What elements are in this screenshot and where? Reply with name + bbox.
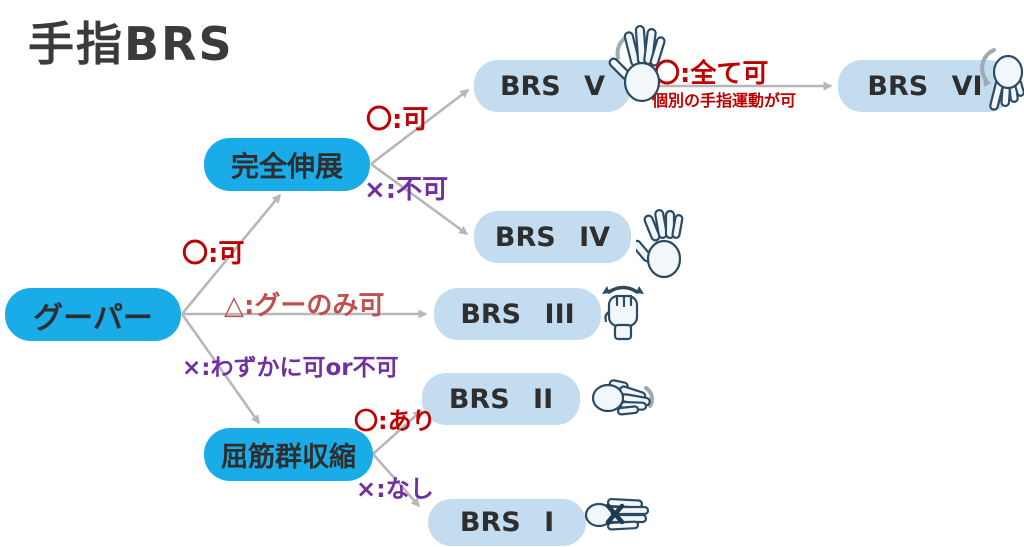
fist-grip-icon	[602, 285, 644, 341]
node-brs-2: BRS II	[422, 373, 580, 425]
edge-label-goo-to-brs3: △:グーのみ可	[224, 291, 385, 321]
node-brs-1: BRS I	[428, 499, 586, 546]
edge-label-brs5-to-brs6-sub: 個別の手指運動が可	[652, 91, 797, 110]
edge-flexor-to-brs2	[372, 409, 423, 455]
slight-flexion-hand-icon	[591, 379, 654, 416]
edge-label-brs5-to-brs6: 〇:全て可	[654, 59, 769, 89]
edge-goo-to-full-extension	[180, 193, 282, 315]
open-hand-icon	[608, 24, 666, 103]
node-goo-paa: グーパー	[5, 288, 181, 341]
node-brs-5: BRS V	[474, 60, 631, 112]
edge-flexor-to-brs1	[372, 453, 420, 508]
edge-label-flexor-to-brs2: 〇:あり	[354, 407, 436, 435]
node-brs-6: BRS VI	[838, 60, 1012, 112]
edge-label-flexor-to-brs1: ×:なし	[356, 475, 434, 503]
no-movement-hand-icon	[584, 497, 650, 531]
edge-label-goo-to-flexor-contraction: ×:わずかに可or不可	[182, 355, 399, 381]
node-brs-4: BRS IV	[474, 211, 631, 263]
half-open-hand-icon	[636, 209, 684, 279]
node-flexor-contraction: 屈筋群収縮	[204, 428, 373, 481]
edge-label-full-extension-to-brs4: ×:不可	[364, 175, 449, 205]
edge-full-extension-to-brs5	[370, 88, 470, 166]
edge-full-extension-to-brs4	[370, 162, 469, 236]
edge-goo-to-flexor-contraction	[180, 313, 261, 425]
edge-label-goo-to-full-extension: 〇:可	[182, 239, 245, 269]
node-full-extension: 完全伸展	[204, 138, 370, 191]
node-brs-3: BRS III	[434, 288, 601, 340]
edge-label-full-extension-to-brs5: 〇:可	[366, 105, 429, 135]
page-title: 手指BRS	[28, 17, 234, 71]
individual-finger-movement-icon	[980, 48, 1024, 111]
